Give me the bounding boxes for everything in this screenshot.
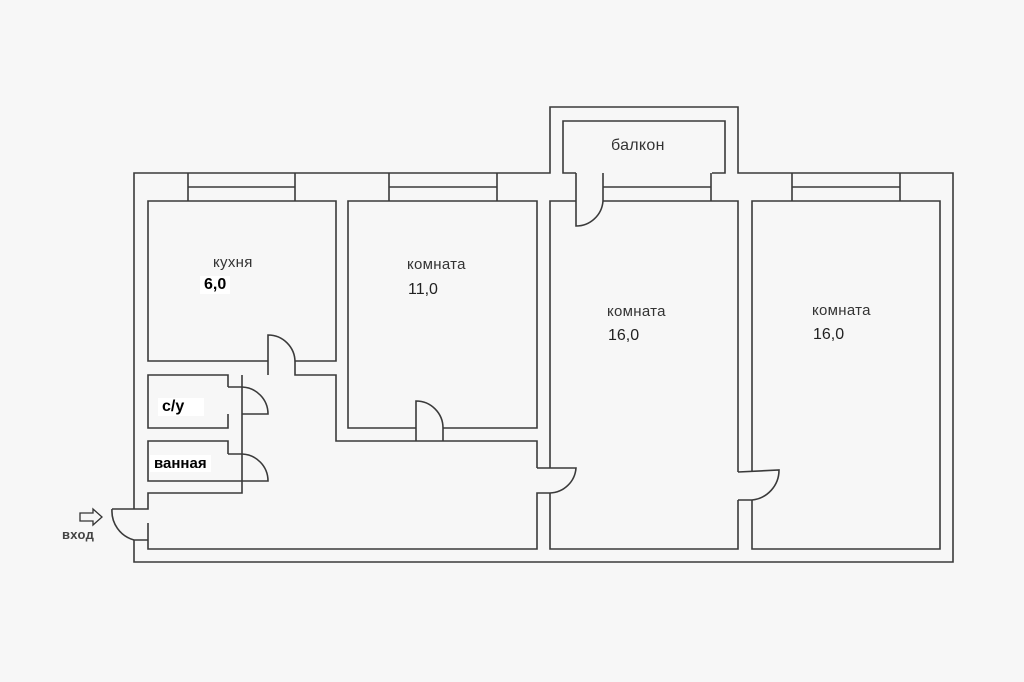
entrance-arrow-icon — [79, 507, 103, 527]
toilet-wall — [147, 374, 229, 429]
entrance-door — [111, 508, 148, 541]
bathroom-door — [228, 453, 269, 482]
entrance-label: вход — [62, 527, 95, 542]
toilet-door — [228, 386, 269, 415]
room2-area: 16,0 — [608, 327, 640, 344]
room2-door — [147, 467, 577, 550]
balcony-wall — [562, 120, 726, 174]
toilet-label: с/у — [158, 398, 205, 416]
room3-door — [737, 469, 780, 501]
outer-wall — [133, 106, 954, 563]
room1-label: комната — [407, 256, 466, 273]
balcony-door — [575, 173, 604, 227]
room1-area: 11,0 — [408, 281, 438, 298]
service-wall — [134, 375, 243, 510]
kitchen-door — [267, 334, 538, 468]
room2-wall — [549, 200, 739, 550]
room3-wall — [751, 200, 941, 550]
room1-door — [415, 400, 444, 441]
kitchen-area: 6,0 — [200, 276, 231, 294]
room3-area: 16,0 — [813, 326, 845, 343]
windows — [187, 173, 901, 201]
balcony-label: балкон — [611, 137, 665, 154]
room1-wall — [347, 200, 538, 429]
bathroom-label: ванная — [150, 455, 211, 472]
bathroom-wall — [147, 440, 229, 482]
room3-label: комната — [812, 302, 871, 319]
room2-label: комната — [607, 303, 666, 320]
kitchen-label: кухня — [213, 254, 253, 271]
kitchen-wall — [147, 200, 337, 362]
